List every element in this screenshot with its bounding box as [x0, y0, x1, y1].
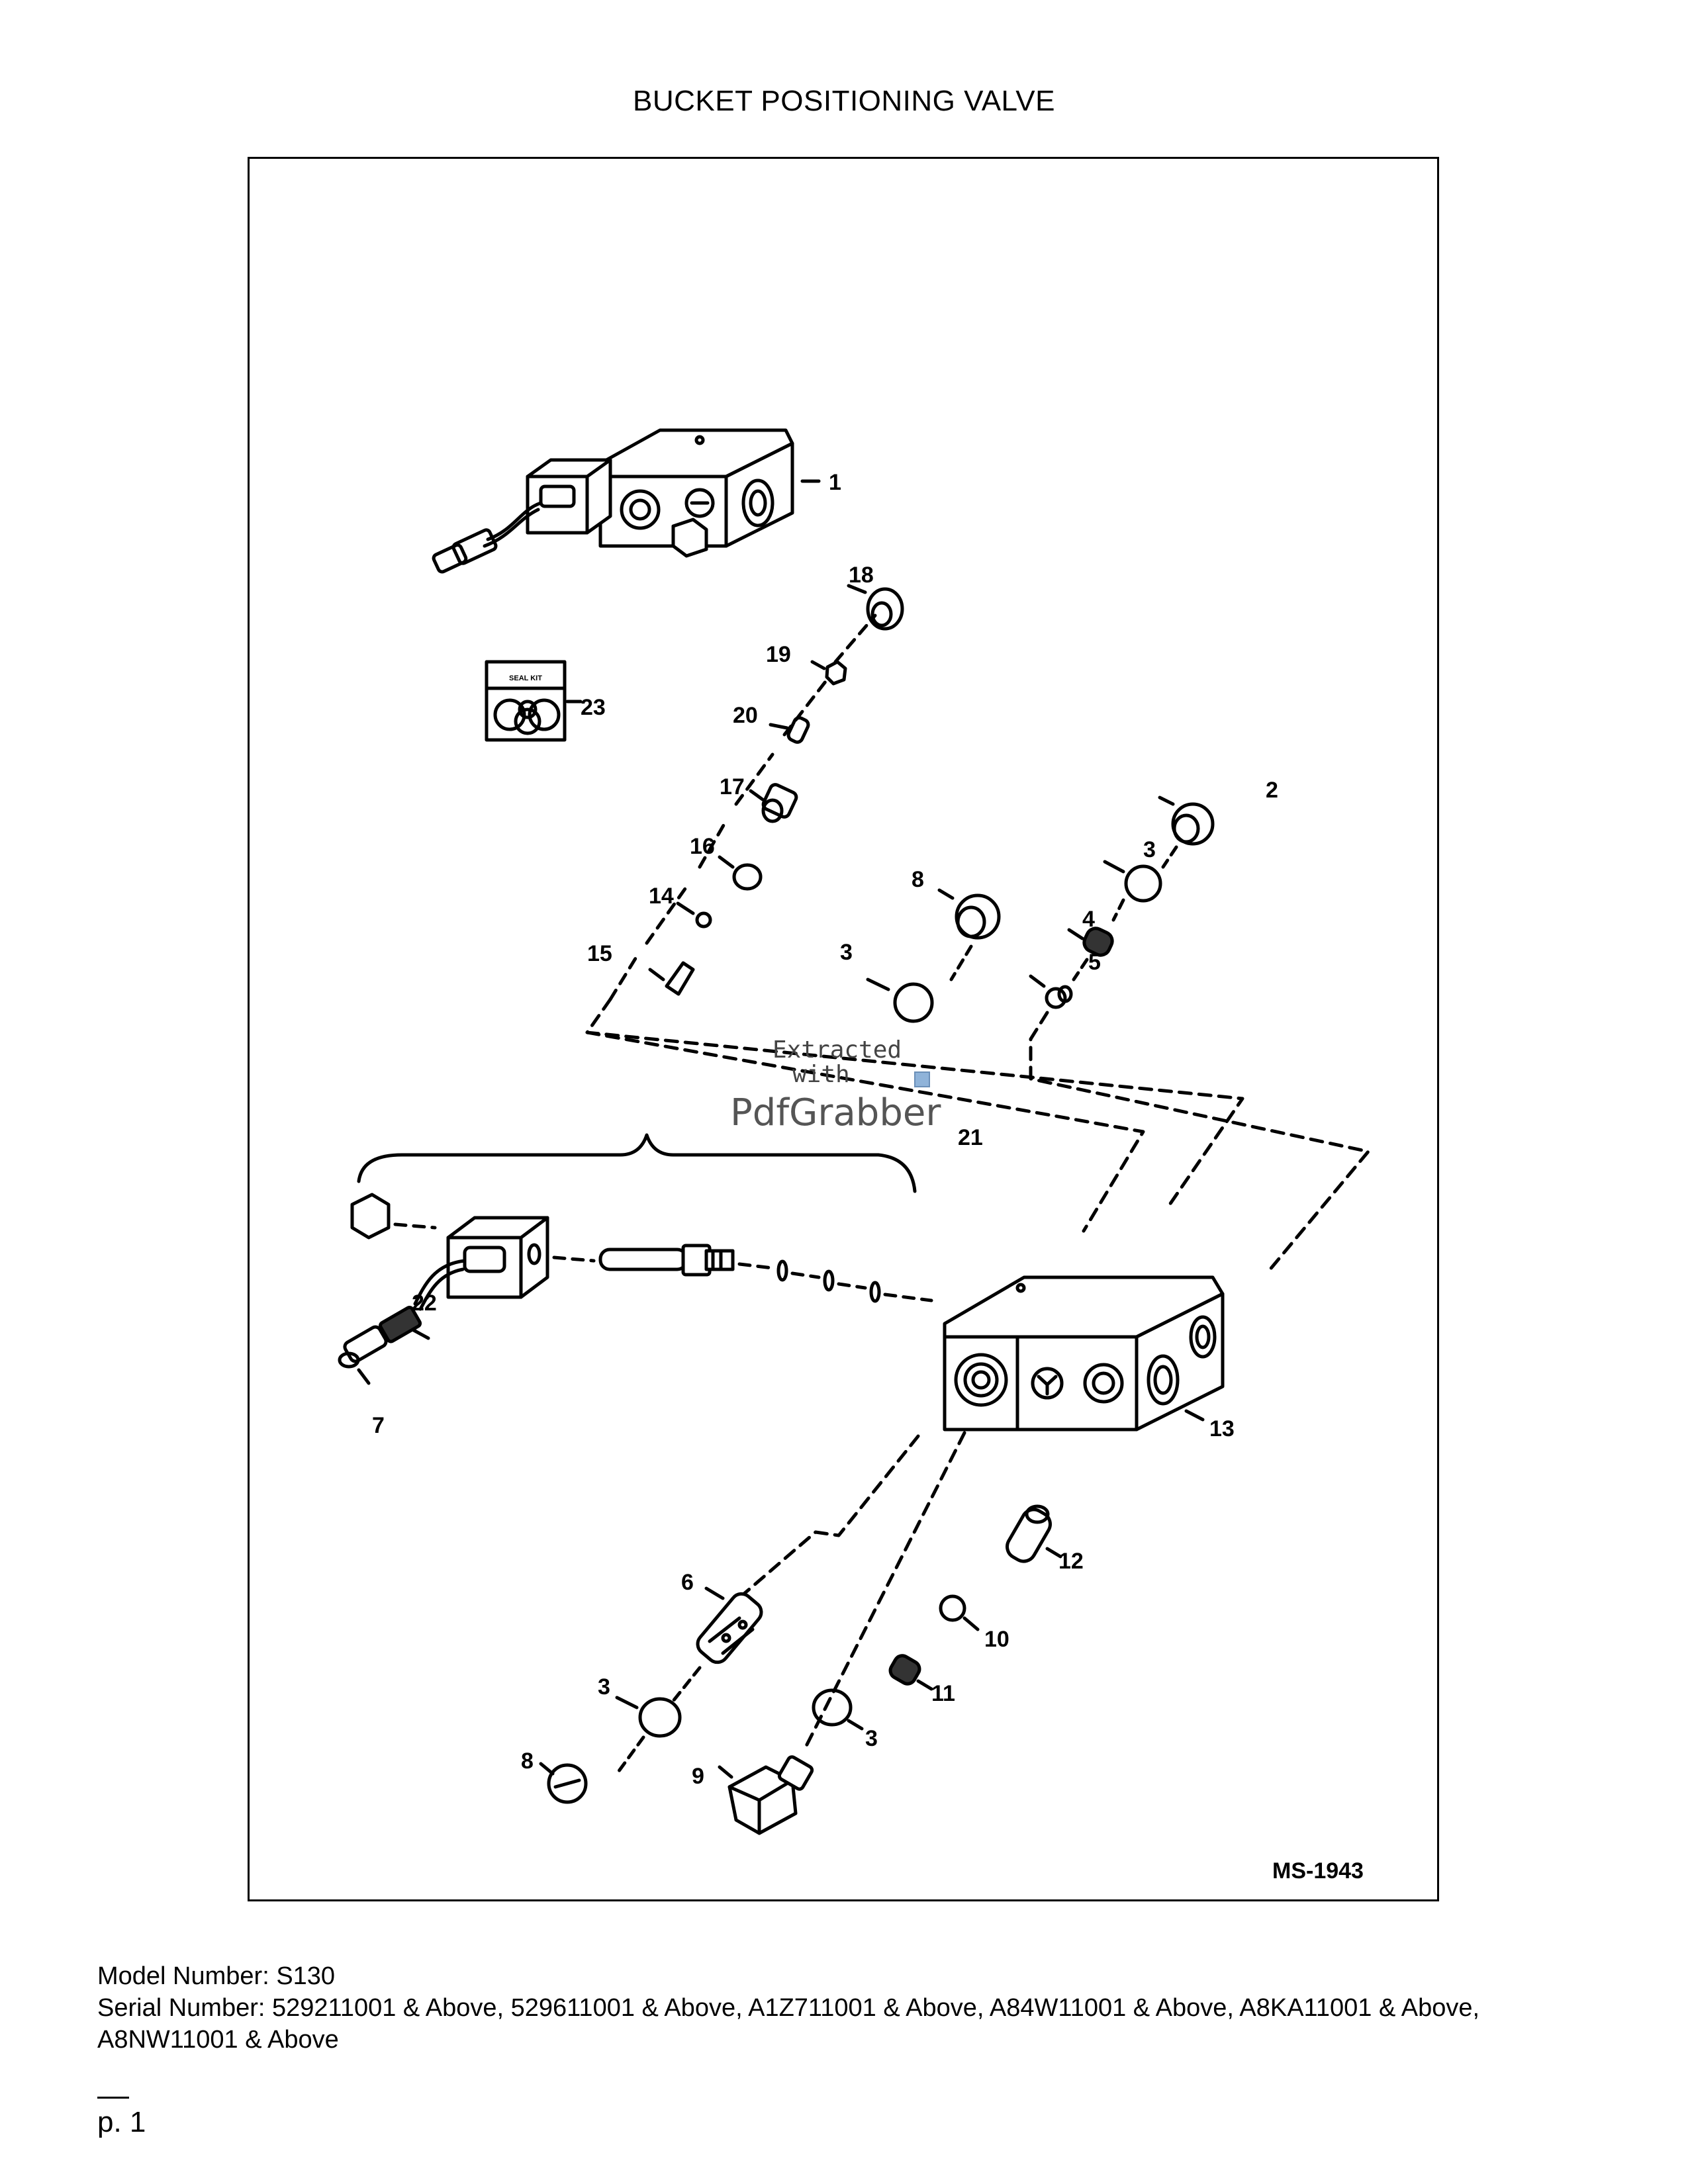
callout-3-lower-left: 3: [598, 1674, 610, 1700]
callout-labels: 1 2 3 4 5 8 3 21 18 19 20 17 16 14 15 23…: [372, 470, 1364, 1884]
callout-16: 16: [690, 834, 715, 859]
callout-22: 22: [412, 1291, 437, 1316]
callout-3-lower-right: 3: [865, 1726, 878, 1751]
callout-9: 9: [692, 1764, 704, 1789]
watermark-logo-icon: [914, 1071, 930, 1087]
callout-21: 21: [958, 1125, 983, 1150]
footer-info: Model Number: S130 Serial Number: 529211…: [97, 1960, 1593, 2056]
serial-number: Serial Number: 529211001 & Above, 529611…: [97, 1994, 1480, 2054]
solenoid-assembly-part-21: [338, 1133, 933, 1385]
callout-1: 1: [829, 470, 841, 495]
relief-stack-right: [1029, 796, 1370, 1273]
callout-20: 20: [733, 703, 758, 728]
footer-rule: [97, 2097, 129, 2099]
page-number: p. 1: [97, 2106, 146, 2138]
plug-stack-center: [866, 888, 1001, 1023]
model-number: Model Number: S130: [97, 1962, 336, 1990]
callout-3-center: 3: [840, 940, 853, 965]
poppet-stack-upper: [608, 584, 904, 1001]
callout-8-lower: 8: [521, 1749, 534, 1774]
callout-6: 6: [681, 1570, 694, 1595]
callout-23: 23: [581, 695, 606, 720]
parts-diagram-frame: 1 2 3 4 5 8 3 21 18 19 20 17 16 14 15 23…: [248, 157, 1439, 1901]
callout-2: 2: [1266, 778, 1278, 803]
callout-7: 7: [372, 1413, 385, 1438]
callout-14: 14: [649, 884, 674, 909]
callout-11: 11: [931, 1681, 955, 1706]
callout-4: 4: [1082, 907, 1095, 932]
pdfgrabber-watermark: Extracted with PdfGrabber: [730, 1036, 941, 1134]
callout-10: 10: [984, 1627, 1009, 1652]
valve-body-part-13: [943, 1275, 1225, 1432]
callout-12: 12: [1058, 1549, 1084, 1574]
spool-stack-lower-left: [539, 1434, 920, 1804]
callout-18: 18: [849, 563, 874, 588]
callout-13: 13: [1209, 1416, 1235, 1441]
exploded-parts-diagram: 1 2 3 4 5 8 3 21 18 19 20 17 16 14 15 23…: [338, 428, 1370, 1884]
watermark-line1: Extracted: [773, 1036, 902, 1064]
callout-17: 17: [720, 774, 745, 799]
watermark-brand: PdfGrabber: [730, 1091, 941, 1134]
valve-assembly-part-1: [432, 428, 821, 574]
callout-15: 15: [587, 941, 612, 966]
figure-code: MS-1943: [1272, 1858, 1364, 1884]
fitting-stack-lower-right: [718, 1431, 1062, 1835]
seal-kit-label: SEAL KIT: [509, 674, 542, 682]
watermark-line2: with: [792, 1061, 850, 1088]
callout-8-center: 8: [912, 867, 924, 892]
seal-kit-part-23: [485, 660, 583, 742]
callout-5: 5: [1088, 950, 1101, 975]
callout-19: 19: [766, 642, 791, 667]
callout-3-right: 3: [1143, 837, 1156, 862]
page-title: BUCKET POSITIONING VALVE: [633, 85, 1055, 117]
